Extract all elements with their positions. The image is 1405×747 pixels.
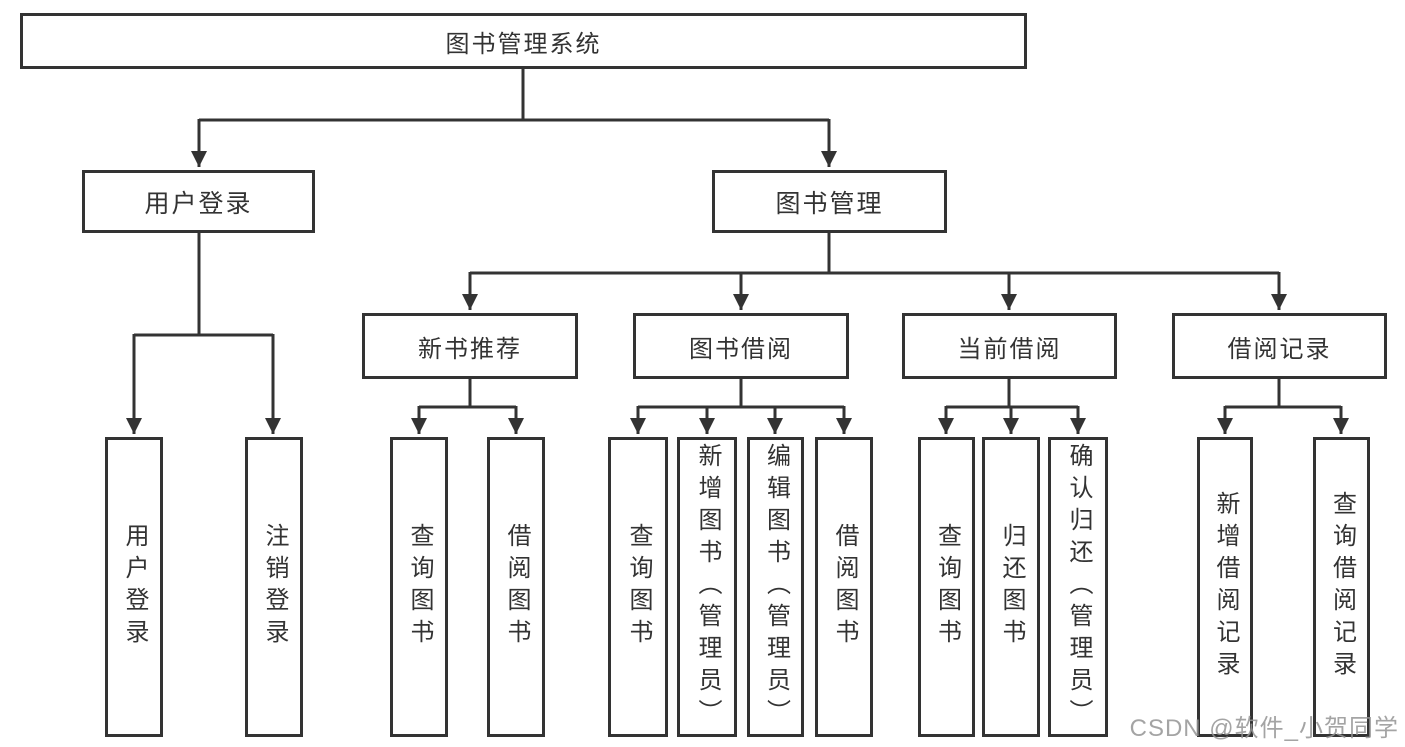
leaf-label: 新增借阅记录 (1212, 491, 1239, 683)
leaf-label: 查询借阅记录 (1328, 491, 1356, 683)
node-label: 图书管理 (775, 189, 884, 218)
node-book-management: 图书管理 (712, 170, 947, 233)
node-label: 当前借阅 (957, 335, 1062, 363)
leaf-query-books-3: 查询图书 (918, 437, 975, 737)
node-new-book-recommendation: 新书推荐 (362, 313, 578, 379)
leaf-label: 查询图书 (933, 523, 961, 651)
node-borrowing-records: 借阅记录 (1172, 313, 1387, 379)
node-label: 新书推荐 (418, 335, 522, 363)
leaf-query-books-1: 查询图书 (390, 437, 448, 737)
leaf-label: 查询图书 (625, 523, 652, 651)
leaf-query-borrow-record: 查询借阅记录 (1313, 437, 1370, 737)
leaf-confirm-return-admin: 确认归还（管理员） (1048, 437, 1108, 737)
leaf-label: 查询图书 (406, 523, 433, 651)
leaf-label: 归还图书 (998, 523, 1025, 651)
leaf-add-books-admin: 新增图书（管理员） (677, 437, 737, 737)
leaf-label: 编辑图书（管理员） (762, 443, 790, 731)
leaf-query-books-2: 查询图书 (608, 437, 668, 737)
csdn-watermark: CSDN @软件_小贺同学 (1129, 715, 1399, 742)
leaf-label: 用户登录 (121, 523, 148, 651)
node-user-login: 用户登录 (82, 170, 315, 233)
leaf-edit-books-admin: 编辑图书（管理员） (747, 437, 804, 737)
node-library-management-system: 图书管理系统 (20, 13, 1027, 69)
leaf-user-login: 用户登录 (105, 437, 163, 737)
node-label: 图书借阅 (689, 335, 793, 363)
leaf-borrow-books-2: 借阅图书 (815, 437, 873, 737)
leaf-label: 借阅图书 (831, 523, 858, 651)
leaf-label: 注销登录 (261, 523, 288, 651)
leaf-borrow-books-1: 借阅图书 (487, 437, 545, 737)
node-label: 图书管理系统 (445, 30, 602, 58)
leaf-label: 确认归还（管理员） (1065, 443, 1092, 731)
leaf-logout: 注销登录 (245, 437, 303, 737)
node-label: 用户登录 (144, 189, 253, 218)
node-current-borrowing: 当前借阅 (902, 313, 1117, 379)
leaf-label: 借阅图书 (503, 523, 530, 651)
node-book-borrowing: 图书借阅 (633, 313, 849, 379)
leaf-label: 新增图书（管理员） (694, 443, 721, 731)
node-label: 借阅记录 (1227, 335, 1332, 363)
leaf-add-borrow-record: 新增借阅记录 (1197, 437, 1253, 737)
leaf-return-books: 归还图书 (982, 437, 1040, 737)
